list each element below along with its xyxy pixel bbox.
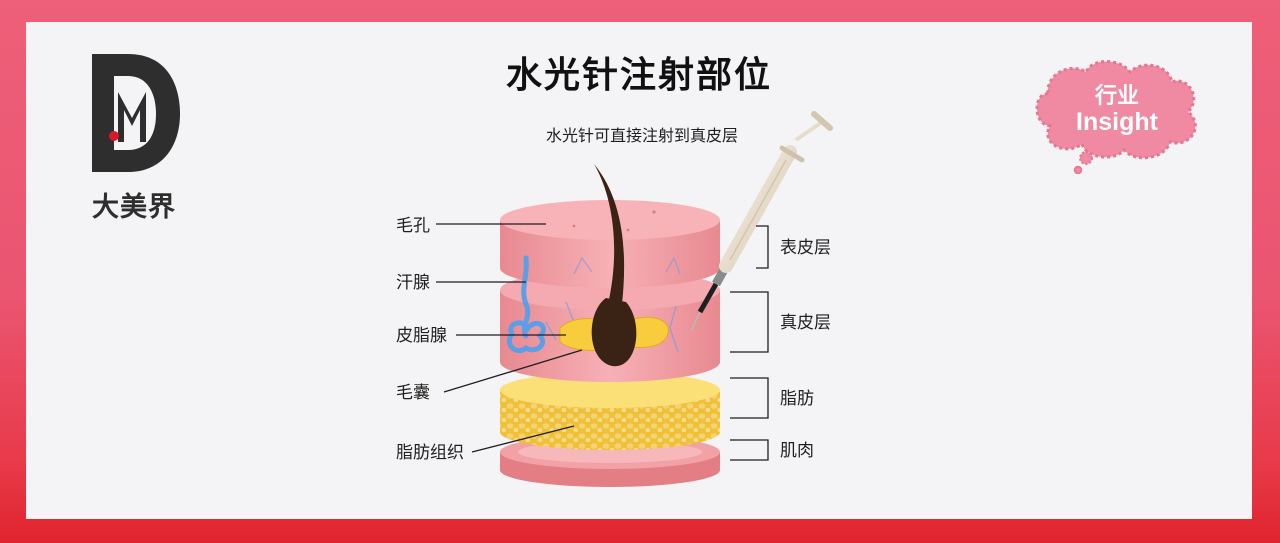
label-fat: 脂肪 xyxy=(780,389,814,409)
label-sweat-gland: 汗腺 xyxy=(396,273,430,293)
label-muscle: 肌肉 xyxy=(780,441,814,461)
label-pore: 毛孔 xyxy=(396,216,430,236)
content-panel: 大美界 水光针注射部位 xyxy=(26,22,1252,519)
callout-text: 水光针可直接注射到真皮层 xyxy=(546,126,738,145)
label-sebaceous-gland: 皮脂腺 xyxy=(396,326,447,346)
badge-line1: 行业 xyxy=(1062,78,1172,110)
fat-layer xyxy=(500,372,720,450)
label-fat-tissue: 脂肪组织 xyxy=(396,443,464,463)
label-dermis: 真皮层 xyxy=(780,313,831,333)
label-epidermis: 表皮层 xyxy=(780,238,831,258)
label-hair-follicle: 毛囊 xyxy=(396,383,430,403)
badge-line2: Insight xyxy=(1062,108,1172,137)
epidermis-layer xyxy=(500,200,720,288)
